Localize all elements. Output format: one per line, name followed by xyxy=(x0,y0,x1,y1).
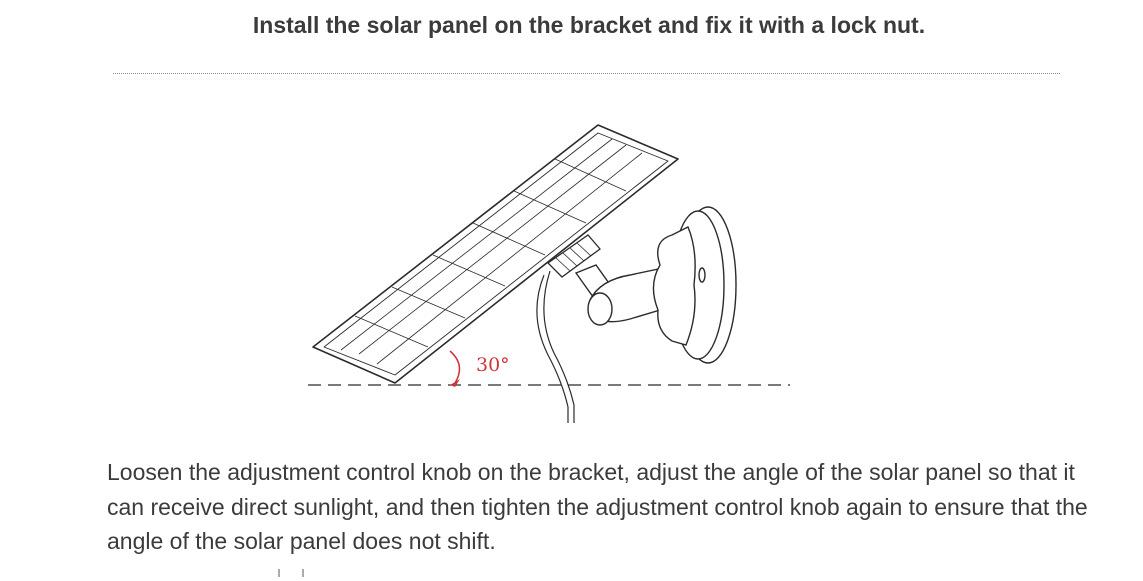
solar-panel-drawing: 30° xyxy=(308,124,790,423)
page-footer-marks xyxy=(278,569,304,577)
solar-panel xyxy=(312,124,679,384)
dotted-divider xyxy=(113,73,1060,74)
instruction-heading: Install the solar panel on the bracket a… xyxy=(252,12,926,38)
wall-mount-plate xyxy=(652,206,737,364)
solar-panel-illustration: 30° xyxy=(300,115,800,425)
adjustment-description: Loosen the adjustment control knob on th… xyxy=(107,459,1088,554)
bracket-knob xyxy=(546,234,601,278)
angle-label: 30° xyxy=(476,354,510,376)
angle-indicator: 30° xyxy=(449,350,510,387)
power-cable xyxy=(536,270,575,423)
